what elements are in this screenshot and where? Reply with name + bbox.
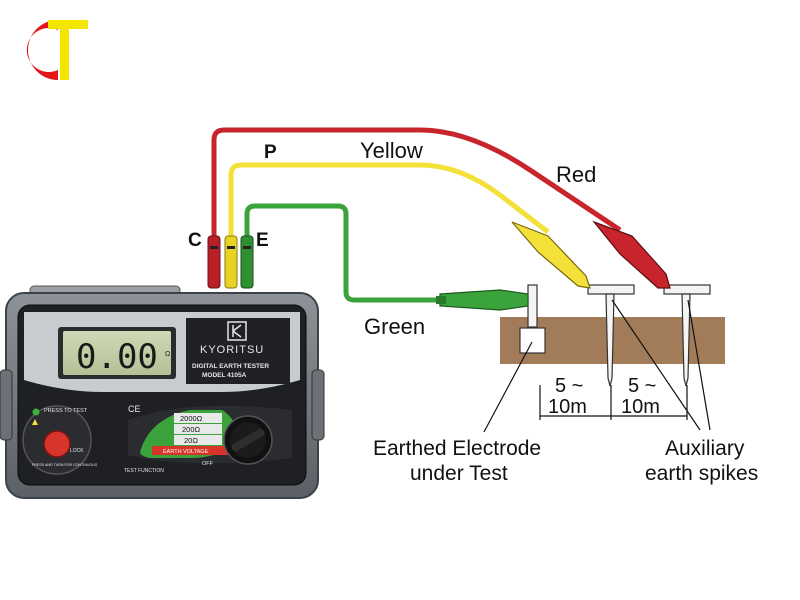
earth-voltage-label: EARTH VOLTAGE bbox=[163, 449, 209, 455]
distance-1-top: 5 ~ bbox=[555, 375, 583, 397]
product-label: DIGITAL EARTH TESTER bbox=[192, 363, 269, 370]
spikes-label-line1: Auxiliary bbox=[665, 437, 745, 460]
test-function-label: TEST FUNCTION bbox=[124, 468, 164, 474]
green-wire bbox=[244, 203, 440, 303]
distance-1-bottom: 10m bbox=[548, 396, 587, 418]
yellow-clip bbox=[511, 221, 591, 289]
yellow-wire bbox=[228, 162, 550, 262]
range-2000-label: 2000Ω bbox=[180, 414, 203, 423]
red-clip bbox=[592, 220, 671, 289]
earth-tester-device bbox=[0, 285, 325, 499]
lcd-unit: Ω bbox=[165, 351, 170, 358]
distance-2-bottom: 10m bbox=[621, 396, 660, 418]
lock-label: LOCK bbox=[70, 448, 84, 454]
terminal-c-label: C bbox=[188, 230, 202, 251]
terminal-p-label: P bbox=[264, 142, 277, 163]
red-wire-label: Red bbox=[556, 162, 596, 187]
press-to-test-label: PRESS TO TEST bbox=[44, 408, 88, 414]
auxiliary-spike-p bbox=[587, 284, 635, 387]
spikes-label-line2: earth spikes bbox=[645, 462, 758, 485]
terminal-e-label: E bbox=[256, 230, 269, 251]
electrode-label-line1: Earthed Electrode bbox=[373, 437, 541, 460]
ce-mark: CE bbox=[128, 404, 141, 414]
green-clip bbox=[436, 289, 529, 311]
auxiliary-spike-c bbox=[663, 284, 711, 387]
off-label: OFF bbox=[202, 461, 214, 467]
press-hint-label: PRESS AND TURN FOR CONTINUOUS bbox=[32, 463, 98, 467]
leader-lines bbox=[483, 299, 711, 433]
electrode-label-line2: under Test bbox=[410, 462, 508, 485]
company-logo-icon bbox=[26, 20, 88, 80]
green-wire-label: Green bbox=[364, 314, 425, 339]
lcd-reading: 0.00 bbox=[76, 337, 158, 377]
brand-label: KYORITSU bbox=[200, 344, 264, 356]
range-20-label: 20Ω bbox=[184, 436, 198, 445]
yellow-wire-label: Yellow bbox=[360, 138, 423, 163]
terminal-plugs bbox=[207, 235, 254, 289]
red-wire bbox=[211, 127, 622, 262]
model-label: MODEL 4105A bbox=[202, 372, 247, 379]
range-200-label: 200Ω bbox=[182, 425, 201, 434]
distance-markers bbox=[539, 385, 688, 420]
distance-2-top: 5 ~ bbox=[628, 375, 656, 397]
earthed-electrode bbox=[519, 284, 546, 354]
